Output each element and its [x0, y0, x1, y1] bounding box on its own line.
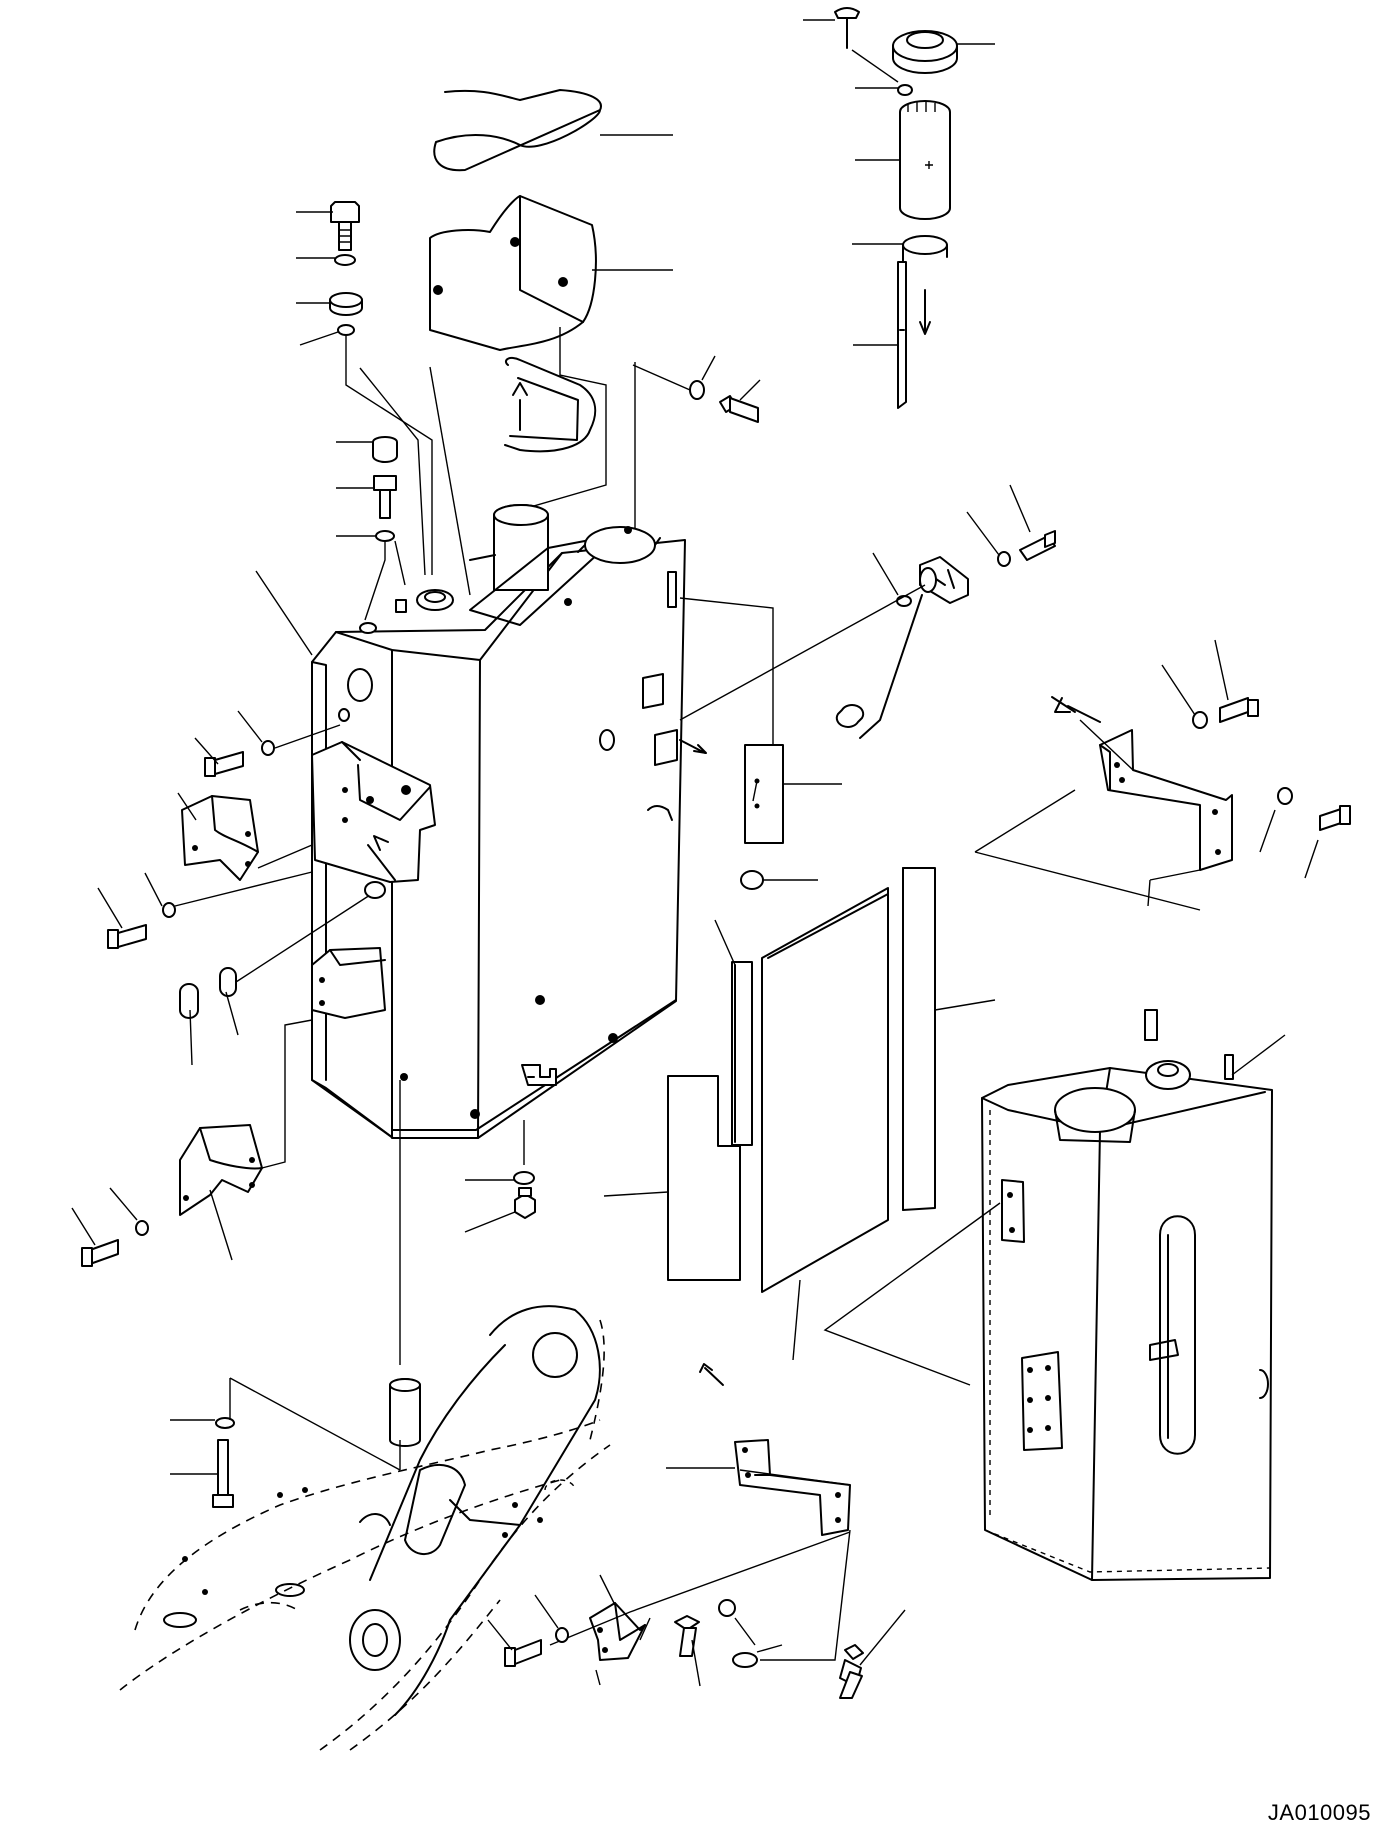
left-middle-hardware — [97, 871, 386, 1066]
leader-line — [429, 366, 471, 596]
leader-line — [359, 367, 426, 576]
lower-left-bracket — [549, 1531, 851, 1661]
level-gauge-rod — [853, 261, 931, 409]
left-lower-mount — [71, 1019, 313, 1267]
spacer — [296, 292, 363, 316]
screw-top — [803, 7, 860, 49]
drawing-code: JA010095 — [1267, 1800, 1371, 1825]
top-band — [433, 89, 673, 172]
machine-frame — [119, 1305, 611, 1751]
leader-line — [394, 540, 406, 586]
leader-line — [519, 327, 607, 511]
fuel-level-sensor — [679, 484, 1056, 739]
leader-line — [364, 541, 386, 621]
insulation-panels — [603, 867, 996, 1361]
drain-parts — [389, 1080, 536, 1470]
filler-cap — [892, 30, 995, 74]
lock-washer — [855, 84, 913, 96]
right-top-bracket — [974, 639, 1351, 911]
washer — [336, 530, 395, 542]
filler-neck-seal — [504, 356, 597, 453]
bolt — [336, 475, 397, 519]
bolt — [296, 201, 360, 251]
sensor-box — [679, 597, 842, 890]
strainer-bracket — [852, 235, 948, 264]
fuel-tank — [255, 504, 707, 1139]
leader-line — [851, 49, 899, 83]
cover-bolt-right — [632, 355, 761, 423]
filler-cap-assembly — [803, 7, 995, 409]
left-upper-mount — [177, 710, 341, 881]
frame-mount-bolt — [170, 1377, 401, 1508]
cap-nut — [336, 436, 398, 463]
reference-tank — [823, 1009, 1286, 1581]
cover-plate — [429, 195, 673, 351]
assembly-arrows — [1067, 705, 1101, 723]
lower-right-bracket — [666, 1363, 851, 1536]
lower-bolts — [487, 1529, 906, 1699]
leader-line — [345, 335, 433, 575]
strainer — [855, 100, 951, 220]
washer — [296, 254, 356, 266]
left-top-bolt-stack — [296, 201, 433, 575]
